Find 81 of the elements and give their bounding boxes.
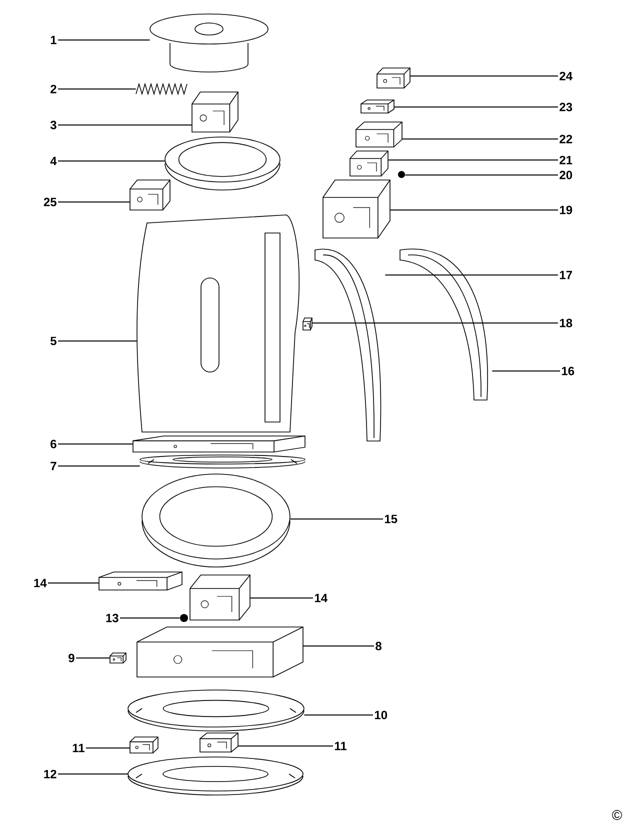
part-drawing bbox=[130, 180, 170, 210]
copyright-symbol: © bbox=[612, 810, 622, 820]
callout-number: 14 bbox=[34, 578, 47, 588]
leader-line bbox=[58, 201, 130, 203]
leader-line bbox=[402, 138, 558, 140]
part-drawing bbox=[350, 150, 388, 176]
leader-line bbox=[58, 773, 128, 775]
leader-line bbox=[405, 174, 558, 176]
callout-number: 15 bbox=[384, 514, 398, 524]
part-drawing bbox=[314, 248, 382, 442]
leader-line bbox=[238, 745, 333, 747]
leader-line bbox=[58, 88, 136, 90]
callout-number: 9 bbox=[68, 654, 74, 662]
callout-number: 16 bbox=[562, 366, 574, 376]
callout-number: 21 bbox=[560, 156, 572, 164]
part-drawing bbox=[132, 436, 306, 452]
leader-line bbox=[394, 106, 558, 108]
part-drawing bbox=[356, 122, 402, 148]
leader-line bbox=[48, 582, 99, 584]
callout-number: 11 bbox=[334, 742, 347, 750]
callout-number: 22 bbox=[560, 134, 572, 144]
callout-number: 1 bbox=[50, 36, 56, 44]
part-drawing bbox=[128, 690, 304, 732]
callout-number: 12 bbox=[44, 770, 56, 778]
part-drawing bbox=[140, 454, 306, 468]
leader-line bbox=[250, 597, 313, 599]
part-drawing bbox=[322, 180, 390, 238]
callout-number: 10 bbox=[374, 710, 388, 720]
part-drawing bbox=[360, 100, 394, 114]
leader-line bbox=[58, 340, 137, 342]
leader-line bbox=[304, 714, 373, 716]
callout-number: 8 bbox=[376, 642, 382, 650]
callout-number: 25 bbox=[44, 198, 56, 206]
part-drawing bbox=[98, 572, 182, 590]
callout-number: 14 bbox=[314, 594, 328, 602]
part-drawing bbox=[190, 574, 250, 620]
part-drawing bbox=[192, 92, 238, 132]
part-drawing bbox=[136, 214, 300, 432]
callout-number: 17 bbox=[560, 270, 572, 280]
part-drawing bbox=[150, 14, 268, 72]
callout-number: 5 bbox=[50, 336, 56, 346]
leader-line bbox=[58, 443, 133, 445]
callout-number: 7 bbox=[50, 462, 56, 470]
callout-number: 13 bbox=[106, 614, 118, 622]
callout-number: 19 bbox=[560, 206, 572, 214]
part-drawing bbox=[130, 736, 158, 754]
leader-line bbox=[86, 747, 130, 749]
callout-number: 24 bbox=[560, 72, 572, 80]
part-drawing bbox=[128, 756, 304, 796]
leader-line bbox=[312, 322, 558, 324]
part-drawing bbox=[200, 732, 238, 752]
callout-number: 20 bbox=[560, 170, 572, 180]
callout-number: 2 bbox=[50, 84, 56, 94]
leader-line bbox=[58, 465, 140, 467]
leader-line bbox=[58, 39, 150, 41]
part-drawing bbox=[136, 626, 304, 678]
part-drawing bbox=[164, 136, 280, 190]
leader-line bbox=[492, 370, 560, 372]
part-drawing bbox=[400, 248, 488, 400]
callout-number: 18 bbox=[560, 318, 572, 328]
callout-number: 3 bbox=[50, 120, 56, 130]
callout-number: 4 bbox=[50, 156, 57, 166]
leader-line bbox=[120, 617, 180, 619]
part-drawing bbox=[376, 68, 410, 88]
leader-line bbox=[290, 518, 383, 520]
part-drawing bbox=[302, 318, 312, 330]
leader-line bbox=[390, 209, 558, 211]
part-drawing bbox=[398, 171, 405, 178]
leader-line bbox=[303, 645, 374, 647]
callout-number: 11 bbox=[72, 744, 84, 752]
leader-line bbox=[58, 160, 165, 162]
callout-number: 23 bbox=[560, 102, 572, 112]
part-drawing bbox=[110, 652, 126, 664]
leader-line bbox=[385, 274, 558, 276]
part-drawing bbox=[142, 474, 290, 568]
leader-line bbox=[388, 159, 558, 161]
leader-line bbox=[58, 124, 192, 126]
callout-number: 6 bbox=[50, 440, 56, 448]
part-drawing bbox=[136, 82, 188, 96]
leader-line bbox=[410, 75, 558, 77]
part-drawing bbox=[180, 614, 188, 622]
